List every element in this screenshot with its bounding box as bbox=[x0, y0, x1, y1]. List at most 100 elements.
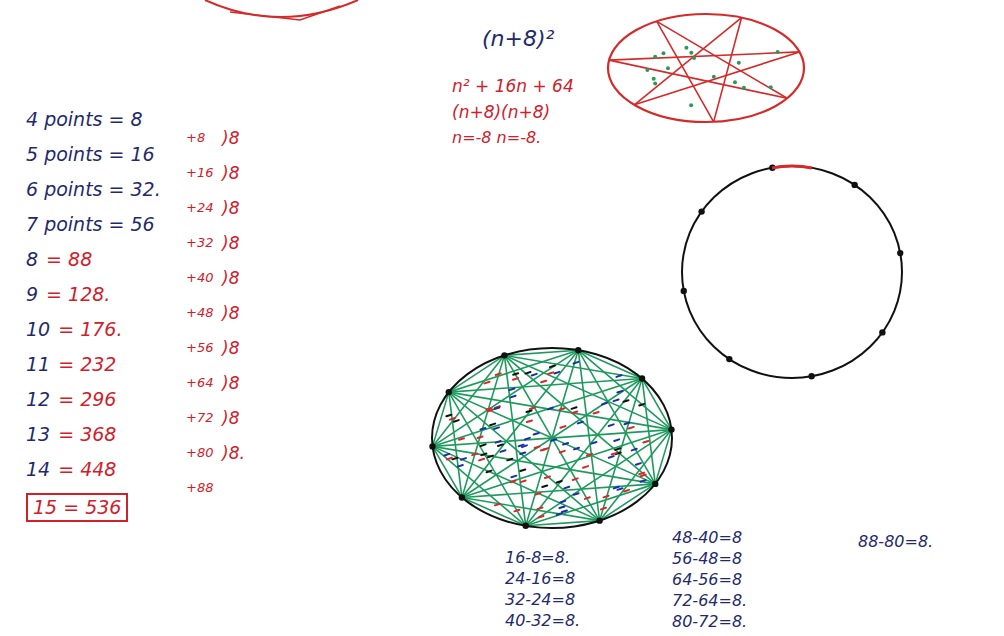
circle-point bbox=[429, 443, 435, 449]
circle-point bbox=[879, 329, 885, 335]
second-difference: )8 bbox=[222, 408, 239, 428]
difference-note: 16-8=8. bbox=[505, 548, 570, 567]
circle-outline bbox=[682, 166, 902, 378]
region-mark bbox=[495, 504, 500, 506]
region-mark bbox=[525, 438, 530, 440]
chord-line bbox=[433, 446, 462, 497]
region-dot bbox=[684, 46, 688, 50]
difference-note: 80-72=8. bbox=[672, 612, 747, 631]
region-dot bbox=[737, 61, 741, 65]
region-mark bbox=[472, 454, 477, 456]
difference-note: 72-64=8. bbox=[672, 591, 747, 610]
chord-line bbox=[462, 497, 600, 520]
region-mark bbox=[535, 446, 540, 448]
region-mark bbox=[514, 510, 519, 512]
chord-line bbox=[642, 379, 671, 430]
region-mark bbox=[550, 366, 555, 368]
region-mark bbox=[554, 372, 559, 374]
region-mark bbox=[548, 372, 553, 374]
region-mark bbox=[548, 408, 553, 410]
circle-point bbox=[726, 356, 732, 362]
chord-line bbox=[504, 355, 655, 484]
region-mark bbox=[458, 465, 463, 467]
region-mark bbox=[557, 481, 562, 483]
region-mark bbox=[609, 456, 614, 458]
region-mark bbox=[522, 445, 527, 447]
region-dot bbox=[689, 103, 693, 107]
region-mark bbox=[604, 496, 609, 498]
eight-point-circle bbox=[681, 164, 904, 379]
region-mark bbox=[639, 404, 644, 406]
chord-line bbox=[462, 497, 526, 525]
chord-line bbox=[449, 355, 505, 392]
region-mark bbox=[624, 490, 629, 492]
region-mark bbox=[498, 444, 503, 446]
first-difference: +56 bbox=[186, 340, 213, 356]
circle-point bbox=[652, 481, 658, 487]
region-mark bbox=[450, 418, 455, 420]
point-count: 14 bbox=[26, 458, 50, 481]
region-mark bbox=[538, 516, 543, 518]
second-difference: )8 bbox=[222, 233, 239, 253]
region-mark bbox=[521, 481, 526, 483]
region-mark bbox=[527, 420, 532, 422]
difference-note: 48-40=8 bbox=[672, 528, 742, 547]
region-count: = 176. bbox=[58, 318, 122, 341]
region-mark bbox=[629, 427, 634, 429]
circle-point bbox=[698, 208, 704, 214]
chord-line bbox=[578, 350, 642, 378]
second-difference: )8. bbox=[222, 443, 245, 463]
chord-line bbox=[657, 21, 787, 98]
chord-line bbox=[504, 355, 599, 520]
chord-line bbox=[504, 355, 642, 378]
region-mark bbox=[446, 415, 451, 417]
first-difference: +8 bbox=[186, 130, 205, 146]
difference-note: 40-32=8. bbox=[505, 611, 580, 630]
region-mark bbox=[615, 448, 620, 450]
region-mark bbox=[541, 449, 546, 451]
first-difference: +16 bbox=[186, 165, 213, 181]
region-mark bbox=[560, 408, 565, 410]
difference-note: 88-80=8. bbox=[858, 532, 933, 551]
region-mark bbox=[488, 456, 493, 458]
region-mark bbox=[542, 485, 547, 487]
region-mark bbox=[573, 362, 578, 364]
region-mark bbox=[564, 487, 569, 489]
chord-line bbox=[504, 355, 671, 429]
second-difference: )8 bbox=[222, 338, 239, 358]
region-mark bbox=[585, 497, 590, 499]
region-mark bbox=[640, 480, 645, 482]
point-count: 7 points = 56 bbox=[26, 213, 155, 236]
region-mark bbox=[617, 391, 622, 393]
chord-line bbox=[609, 52, 800, 60]
region-mark bbox=[481, 454, 486, 456]
difference-note: 56-48=8 bbox=[672, 549, 742, 568]
region-mark bbox=[530, 407, 535, 409]
region-mark bbox=[541, 381, 546, 383]
chord-line bbox=[449, 392, 672, 429]
region-mark bbox=[602, 403, 607, 405]
second-difference: )8 bbox=[222, 268, 239, 288]
region-dot bbox=[692, 56, 696, 60]
region-mark bbox=[527, 410, 532, 412]
region-mark bbox=[545, 476, 550, 478]
region-count: = 368 bbox=[58, 423, 116, 446]
region-mark bbox=[461, 458, 466, 460]
region-mark bbox=[487, 471, 492, 473]
region-dot bbox=[776, 50, 780, 54]
region-mark bbox=[623, 400, 628, 402]
region-dot bbox=[666, 66, 670, 70]
circle-point bbox=[897, 250, 903, 256]
green-chord-circle bbox=[429, 347, 674, 529]
circle-point bbox=[575, 347, 581, 353]
region-mark bbox=[572, 411, 577, 413]
red-chord-ellipse bbox=[608, 14, 804, 122]
region-mark bbox=[479, 459, 484, 461]
region-mark bbox=[560, 451, 565, 453]
region-mark bbox=[591, 442, 596, 444]
region-mark bbox=[616, 375, 621, 377]
region-mark bbox=[500, 450, 505, 452]
chord-line bbox=[504, 355, 525, 525]
point-count: 6 points = 32. bbox=[26, 178, 161, 201]
chord-line bbox=[449, 392, 462, 497]
